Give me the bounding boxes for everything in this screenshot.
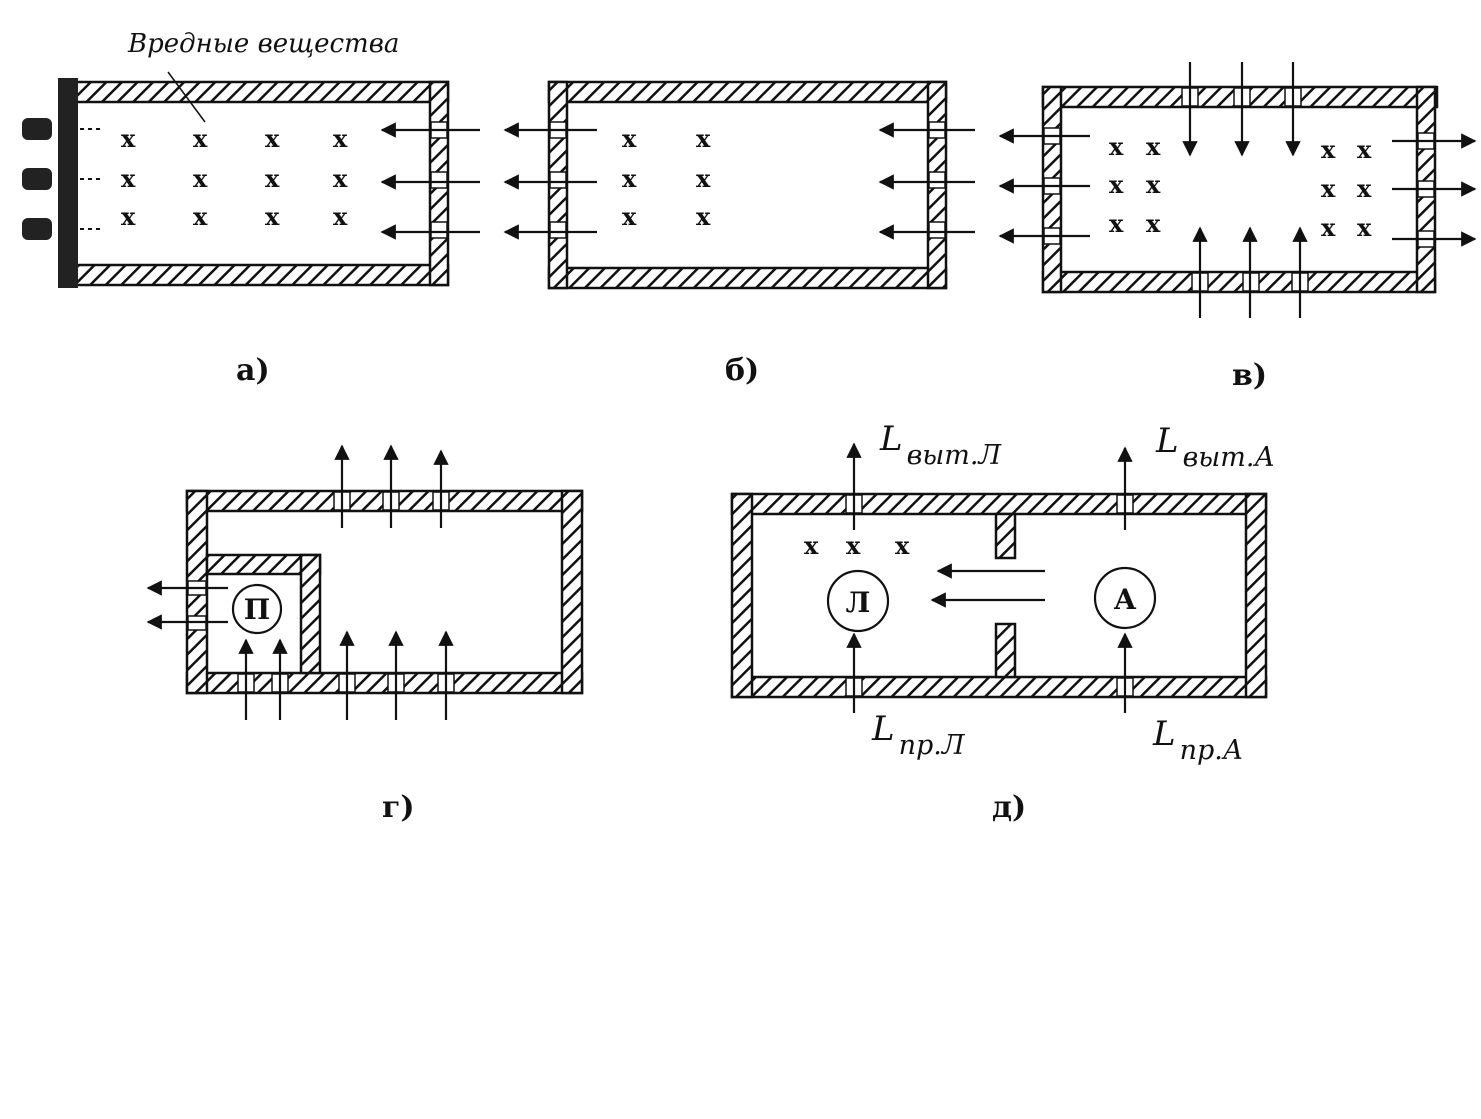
contaminant-markers: x x x x x x x x x x x x [1109, 132, 1372, 242]
label-leader-line [167, 71, 206, 123]
svg-text:x: x [193, 164, 208, 193]
panel-caption: б) [725, 353, 759, 388]
wall-top [547, 80, 948, 104]
svg-text:x: x [333, 202, 348, 231]
wall-bottom [547, 266, 948, 290]
panel-b: x x x x x x б) [503, 80, 975, 388]
svg-text:x: x [265, 202, 280, 231]
svg-text:x: x [1321, 213, 1336, 242]
svg-text:x: x [895, 531, 910, 560]
room-circle-l [826, 569, 890, 633]
svg-text:x: x [622, 124, 637, 153]
room-label-p: П [244, 593, 270, 626]
panel-caption: а) [236, 353, 270, 388]
harmful-substances-label: Вредные вещества [127, 29, 399, 59]
svg-text:x: x [696, 124, 711, 153]
panel-caption: г) [382, 790, 415, 825]
partition-lower [994, 622, 1017, 679]
contaminant-markers: x x x x x x x x x x x x [121, 124, 348, 231]
svg-text:x: x [622, 164, 637, 193]
wall-top [730, 492, 1268, 516]
room-circle-p [231, 583, 283, 635]
panel-caption: д) [992, 790, 1026, 825]
svg-text:x: x [1146, 209, 1161, 238]
inner-wall-right [299, 553, 322, 675]
room-label-a: А [1114, 583, 1137, 616]
wall-left [730, 492, 754, 699]
panel-a: Вредные вещества x x x x x x x x x x x x… [22, 29, 480, 388]
room-circle-a [1093, 566, 1157, 630]
svg-text:x: x [333, 164, 348, 193]
svg-text:x: x [622, 202, 637, 231]
svg-text:x: x [1357, 213, 1372, 242]
contaminant-markers: x x x [804, 531, 910, 560]
svg-text:x: x [1109, 209, 1124, 238]
svg-text:x: x [121, 164, 136, 193]
room-label-l: Л [846, 586, 871, 619]
svg-text:x: x [696, 202, 711, 231]
svg-text:x: x [265, 164, 280, 193]
wall-bottom [58, 263, 450, 287]
partition-upper [994, 512, 1017, 560]
svg-text:x: x [121, 124, 136, 153]
svg-text:x: x [1357, 135, 1372, 164]
svg-text:x: x [696, 164, 711, 193]
wall-right [1244, 492, 1268, 699]
contaminant-markers: x x x x x x [622, 124, 711, 231]
svg-text:x: x [193, 124, 208, 153]
panel-caption: в) [1232, 358, 1267, 393]
panel-v: x x x x x x x x x x x x в) [998, 62, 1477, 393]
wall-right [560, 489, 584, 695]
svg-text:x: x [804, 531, 819, 560]
svg-text:x: x [1321, 174, 1336, 203]
svg-text:x: x [1109, 132, 1124, 161]
svg-text:x: x [265, 124, 280, 153]
svg-text:x: x [1146, 170, 1161, 199]
svg-text:x: x [121, 202, 136, 231]
wall-bottom [1041, 270, 1437, 294]
svg-text:x: x [1357, 174, 1372, 203]
svg-text:x: x [1321, 135, 1336, 164]
wall-bottom [730, 675, 1268, 699]
svg-text:x: x [333, 124, 348, 153]
wall-top [58, 80, 450, 104]
panel-g: П г) [146, 444, 584, 825]
svg-text:x: x [193, 202, 208, 231]
svg-text:x: x [846, 531, 861, 560]
svg-text:x: x [1146, 132, 1161, 161]
svg-text:x: x [1109, 170, 1124, 199]
exhaust-fan-icon [22, 118, 100, 240]
wall-left-dark [58, 78, 78, 288]
